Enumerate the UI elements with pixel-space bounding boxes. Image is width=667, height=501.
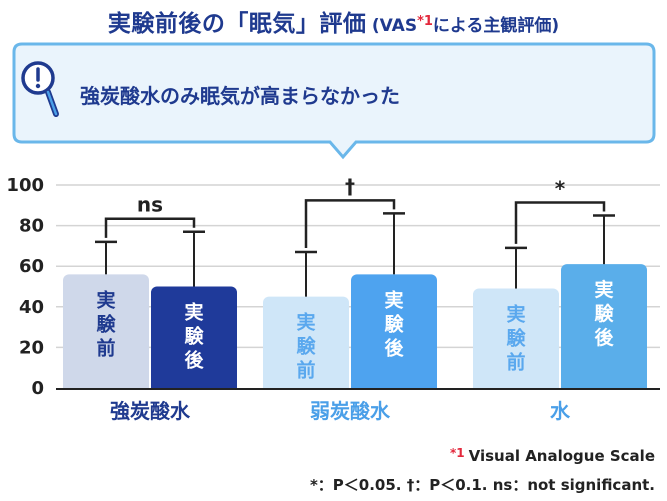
y-tick-label: 60 bbox=[19, 256, 44, 277]
x-category-label: 水 bbox=[550, 399, 571, 423]
bar-label-char: 実 bbox=[296, 311, 315, 334]
significance-bracket bbox=[304, 199, 396, 248]
bar-base-after bbox=[561, 380, 647, 388]
bar-before bbox=[63, 274, 149, 388]
bar-label-char: 前 bbox=[96, 336, 115, 359]
bar-base-before bbox=[63, 380, 149, 388]
y-tick-label: 20 bbox=[19, 337, 44, 358]
bar-label-char: 験 bbox=[296, 335, 316, 358]
footnote-vas-text: Visual Analogue Scale bbox=[468, 447, 655, 465]
bar-label-char: 験 bbox=[96, 312, 116, 335]
significance-label: ns bbox=[137, 193, 163, 217]
bar-base-before bbox=[263, 380, 349, 388]
bar-label-char: 験 bbox=[384, 312, 404, 335]
callout-outline bbox=[12, 42, 656, 160]
bar-label-char: 験 bbox=[506, 327, 526, 350]
group-labels: 強炭酸水 弱炭酸水 水 bbox=[110, 399, 571, 423]
bar-before bbox=[473, 288, 559, 388]
title-sub-suffix: による主観評価) bbox=[432, 16, 560, 36]
bar-label-char: 験 bbox=[594, 302, 614, 325]
significance-bracket bbox=[514, 201, 606, 244]
magnifier-exclamation-icon bbox=[21, 61, 59, 117]
bar-label-char: 実 bbox=[96, 288, 115, 311]
callout-box bbox=[12, 42, 656, 160]
bar-label-char: 後 bbox=[184, 349, 204, 372]
bar-label-char: 実 bbox=[184, 301, 203, 324]
x-category-label: 弱炭酸水 bbox=[310, 399, 391, 423]
bar-label-char: 後 bbox=[594, 326, 614, 349]
bar-label-char: 験 bbox=[184, 325, 204, 348]
footnote-significance: *：P＜0.05. †：P＜0.1. ns：not significant. bbox=[309, 476, 655, 494]
bar-label-char: 後 bbox=[384, 336, 404, 359]
title-vas-mark: *1 bbox=[417, 14, 433, 29]
callout-text: 強炭酸水のみ眠気が高まらなかった bbox=[80, 84, 400, 108]
bar-label-char: 実 bbox=[506, 303, 525, 326]
error-bars bbox=[95, 212, 615, 297]
y-tick-label: 100 bbox=[6, 175, 44, 196]
y-tick-label: 40 bbox=[19, 297, 44, 318]
bar-base-before bbox=[473, 380, 559, 388]
bar-after bbox=[151, 286, 237, 388]
y-axis-ticks: 0 20 40 60 80 100 bbox=[6, 175, 44, 399]
significance-label: † bbox=[345, 174, 355, 198]
bar-base-after bbox=[151, 380, 237, 388]
bar-after bbox=[561, 264, 647, 388]
significance-label: * bbox=[555, 176, 566, 200]
title-sub-prefix: (VAS bbox=[371, 16, 418, 36]
title-main: 実験前後の「眠気」評価 bbox=[107, 11, 367, 37]
y-tick-label: 80 bbox=[19, 216, 44, 237]
bar-before bbox=[263, 296, 349, 388]
significance-bracket bbox=[104, 217, 196, 238]
bar-after bbox=[351, 274, 437, 388]
x-category-label: 強炭酸水 bbox=[110, 399, 191, 423]
significance-brackets: ns † * bbox=[104, 174, 606, 248]
bar-label-char: 実 bbox=[594, 278, 613, 301]
footnote-vas-mark: *1 bbox=[449, 446, 465, 460]
bar-label-char: 前 bbox=[506, 351, 525, 374]
bar-label-char: 実 bbox=[384, 288, 403, 311]
bar-label-char: 前 bbox=[296, 359, 315, 382]
y-tick-label: 0 bbox=[31, 378, 44, 399]
chart-title: 実験前後の「眠気」評価 (VAS*1による主観評価) bbox=[0, 4, 667, 38]
bar-base-after bbox=[351, 380, 437, 388]
